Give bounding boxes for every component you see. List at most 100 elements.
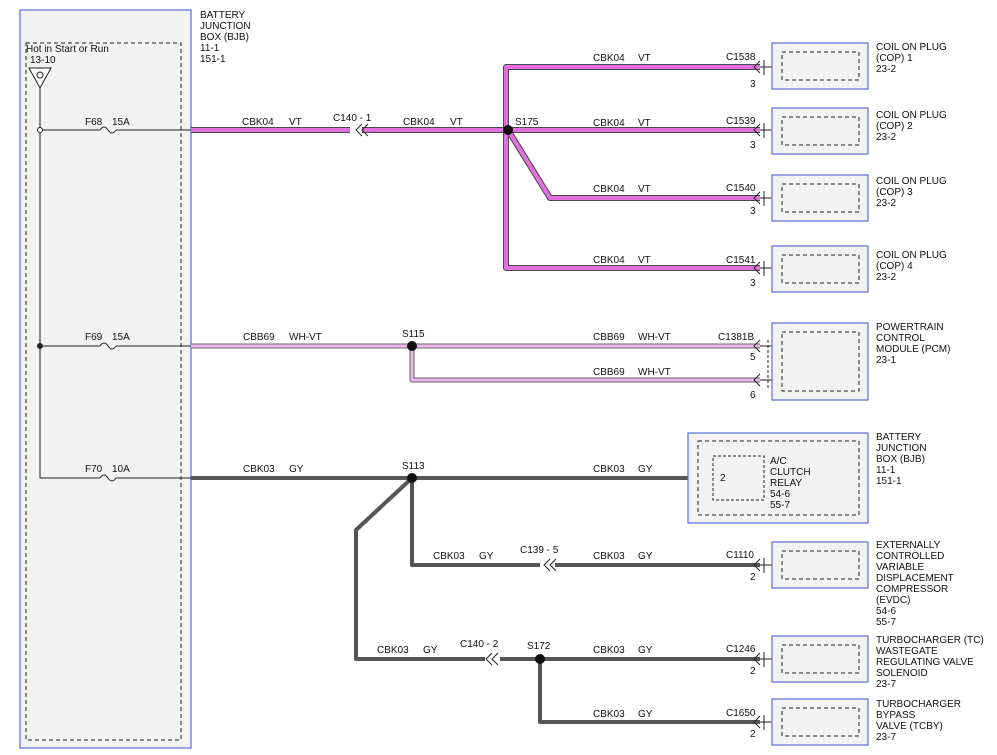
wire-color: VT <box>638 184 651 195</box>
component-inner-dashed <box>781 116 860 146</box>
component-inner-dashed <box>781 254 860 284</box>
wire-color: GY <box>638 464 653 475</box>
fuse-icon <box>99 474 117 482</box>
splice-s175: S175 <box>515 117 539 128</box>
component-label-line: 54-6 <box>876 606 896 617</box>
wire-color: VT <box>450 117 463 128</box>
pin-number: 3 <box>750 206 756 217</box>
wire-circuit: CBK03 <box>593 464 625 475</box>
pin-number: 5 <box>750 352 756 363</box>
component-label-line: (EVDC) <box>876 595 910 606</box>
component-label-line: SOLENOID <box>876 668 928 679</box>
power-source-icon <box>28 67 52 90</box>
component-label-line: 23-2 <box>876 64 896 75</box>
component-cop-2: C1539 3 COIL ON PLUG (COP) 2 23-2 <box>726 107 947 155</box>
pin-number: 3 <box>750 79 756 90</box>
bjb-label-line: BATTERY <box>200 10 246 21</box>
hot-in-start-run-label: Hot in Start or Run <box>26 44 109 55</box>
fuse-rating: 10A <box>112 464 130 475</box>
wire-circuit: CBB69 <box>243 332 275 343</box>
splice-s172-icon <box>535 654 545 664</box>
wire-circuit: CBB69 <box>593 367 625 378</box>
wire-circuit: CBK04 <box>593 184 625 195</box>
relay-label-line: CLUTCH <box>770 467 811 478</box>
circuit-cbk03: CBK03 GY S113 CBK03 GY CBK03 GY C139 - 5… <box>191 461 760 724</box>
gy-wire <box>191 476 760 724</box>
pin-number: 2 <box>720 473 726 484</box>
wire-color: WH-VT <box>289 332 322 343</box>
wire-circuit: CBK03 <box>593 645 625 656</box>
fuse-rating: 15A <box>112 117 130 128</box>
connector-c140-2-icon <box>485 652 499 666</box>
connector-id: C1540 <box>726 183 756 194</box>
component-label-line: 23-2 <box>876 132 896 143</box>
connector-arrow-icon <box>753 652 761 666</box>
relay-label-line: RELAY <box>770 478 802 489</box>
component-inner-dashed <box>781 51 860 81</box>
component-label-line: 55-7 <box>876 617 896 628</box>
component-label-line: 11-1 <box>876 465 896 476</box>
wire-circuit: CBK03 <box>433 551 465 562</box>
component-label-line: WASTEGATE <box>876 646 938 657</box>
relay-box <box>712 455 765 501</box>
connector-arrow-icon <box>753 558 761 572</box>
wh-vt-wire-fill <box>191 344 760 382</box>
component-label-line: BOX (BJB) <box>876 454 925 465</box>
connector-id: C1541 <box>726 255 756 266</box>
wire-color: GY <box>638 645 653 656</box>
fuse-f68: F68 15A <box>37 117 191 134</box>
component-label-line: COIL ON PLUG <box>876 110 947 121</box>
component-label-line: 23-7 <box>876 679 896 690</box>
bjb-label: BATTERY JUNCTION BOX (BJB) 11-1 151-1 <box>200 10 251 65</box>
relay-label-line: 54-6 <box>770 489 790 500</box>
component-inner-dashed <box>781 644 860 674</box>
component-label-line: CONTROL <box>876 333 925 344</box>
connector-id: C1538 <box>726 52 756 63</box>
component-label-line: 23-2 <box>876 272 896 283</box>
wire-color: GY <box>638 709 653 720</box>
component-inner-dashed <box>697 440 860 516</box>
component-label-line: REGULATING VALVE <box>876 657 974 668</box>
component-label-line: (COP) 3 <box>876 187 913 198</box>
bjb-label-line: JUNCTION <box>200 21 251 32</box>
splice-s113-icon <box>407 473 417 483</box>
pin-number: 2 <box>750 729 756 740</box>
component-label-line: CONTROLLED <box>876 551 944 562</box>
connector-id: C1539 <box>726 116 756 127</box>
component-label-line: TURBOCHARGER (TC) <box>876 635 984 646</box>
component-evdc: C1110 2 EXTERNALLY CONTROLLED VARIABLE D… <box>726 540 954 628</box>
fuse-f69: F69 15A <box>37 332 191 350</box>
pin-number: 3 <box>750 278 756 289</box>
pin-number: 2 <box>750 572 756 583</box>
component-label-line: VARIABLE <box>876 562 924 573</box>
component-label-line: 151-1 <box>876 476 902 487</box>
connector-c139-5-icon <box>543 558 557 572</box>
relay-label-line: A/C <box>770 456 787 467</box>
component-box <box>771 322 869 401</box>
bjb-label-line: 11-1 <box>200 43 220 54</box>
wire-circuit: CBK04 <box>593 53 625 64</box>
wire-color: VT <box>638 255 651 266</box>
wire-color: GY <box>289 464 304 475</box>
wire-circuit: CBK04 <box>593 118 625 129</box>
fuse-f70: F70 10A <box>39 464 191 482</box>
fuse-name: F69 <box>85 332 103 343</box>
fuse-name: F70 <box>85 464 103 475</box>
wire-circuit: CBB69 <box>593 332 625 343</box>
wire-color: GY <box>423 645 438 656</box>
wire-circuit: CBK03 <box>593 709 625 720</box>
wire-circuit: CBK04 <box>242 117 274 128</box>
component-label-line: 23-1 <box>876 355 896 366</box>
component-pcm: C1381B 5 6 POWERTRAIN CONTROL MODULE (PC… <box>718 322 950 401</box>
component-label-line: COMPRESSOR <box>876 584 948 595</box>
wire-color: VT <box>638 118 651 129</box>
wire-color: WH-VT <box>638 367 671 378</box>
connector-arrow-icon <box>753 60 761 74</box>
component-label-line: TURBOCHARGER <box>876 699 961 710</box>
wire-circuit: CBK03 <box>377 645 409 656</box>
component-cop-1: C1538 3 COIL ON PLUG (COP) 1 23-2 <box>726 42 947 90</box>
wire-circuit: CBK03 <box>243 464 275 475</box>
connector-arrow-icon <box>753 715 761 729</box>
pin-number: 6 <box>750 390 756 401</box>
component-box <box>687 432 869 524</box>
